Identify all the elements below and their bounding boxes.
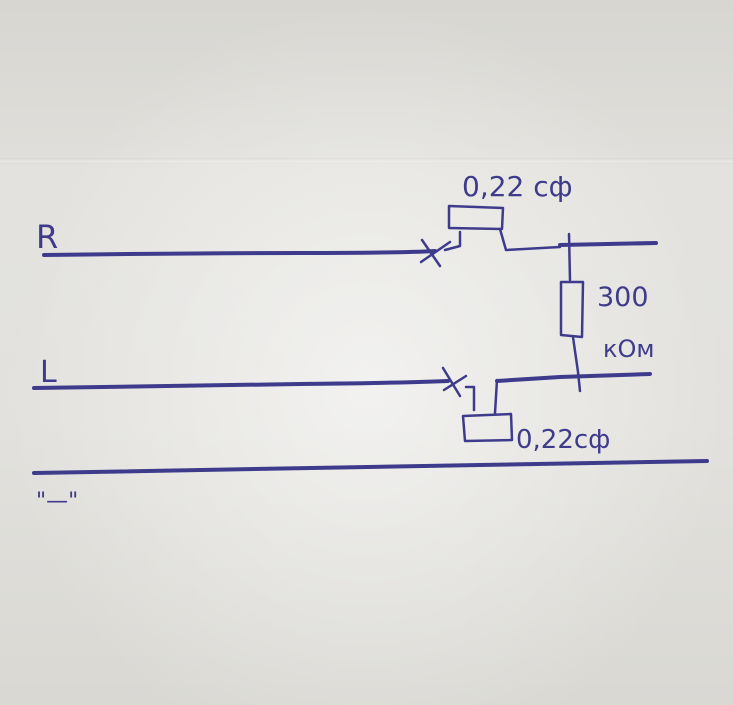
r-cut-mark — [419, 238, 452, 268]
l-to-cap-bottom-wire — [464, 378, 499, 415]
common-line — [32, 459, 709, 475]
cap-bottom-symbol — [461, 412, 514, 443]
label-resistor-unit: кОм — [603, 335, 655, 363]
cap-top-symbol — [447, 204, 505, 231]
label-l: L — [40, 355, 57, 390]
l-line — [32, 379, 450, 390]
r-output-line — [558, 241, 658, 247]
label-resistor-value: 300 — [597, 282, 649, 313]
l-output-line — [495, 372, 652, 383]
resistor-lower-wire — [571, 335, 582, 393]
r-to-cap-top-wire — [443, 230, 462, 252]
label-cap-bottom: 0,22cф — [516, 425, 610, 455]
paper-fold — [0, 158, 733, 162]
label-common-mark: "—" — [36, 489, 78, 514]
cap-top-to-r-out-wire — [498, 227, 562, 252]
l-cut-mark — [441, 366, 468, 398]
label-cap-top: 0,22 cф — [462, 170, 573, 203]
resistor-symbol — [559, 280, 585, 339]
label-r: R — [36, 218, 58, 256]
r-line — [42, 249, 437, 257]
resistor-upper-wire — [567, 232, 572, 282]
